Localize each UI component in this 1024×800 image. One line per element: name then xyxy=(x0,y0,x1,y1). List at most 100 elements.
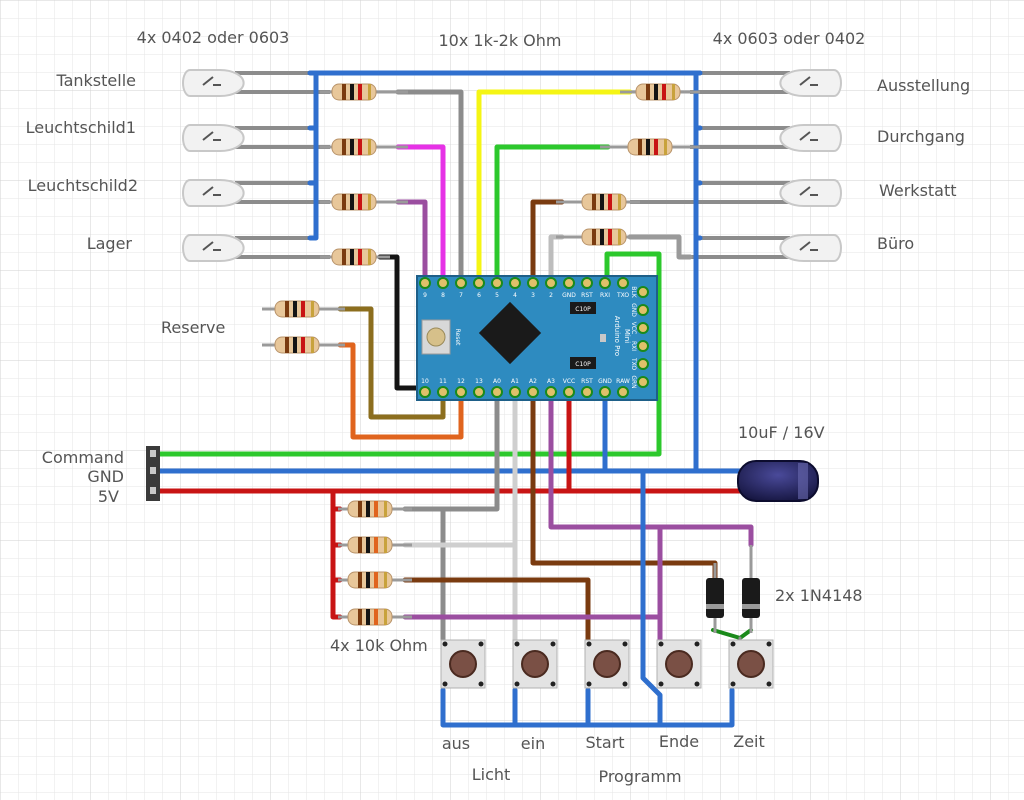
button-start[interactable] xyxy=(584,639,630,689)
bottom-pin-9-label: RST xyxy=(581,378,593,385)
top-pin-11-pad xyxy=(617,277,629,289)
resistor-pulldown-3 xyxy=(338,571,412,589)
resistor-leuchtschild2 xyxy=(320,193,408,211)
diode-2 xyxy=(742,545,760,633)
side-pin-2-pad xyxy=(637,322,649,334)
wire-command-green xyxy=(149,251,662,457)
capacitor xyxy=(737,460,819,502)
side-pin-3-label: RXI xyxy=(630,341,637,351)
bottom-pin-0-pad xyxy=(419,386,431,398)
bottom-pin-2-label: 12 xyxy=(457,378,465,385)
bottom-pin-5-pad xyxy=(509,386,521,398)
resistor-lager xyxy=(320,248,390,266)
bottom-pin-3-label: 13 xyxy=(475,378,483,385)
led-buero xyxy=(680,234,842,262)
chip-label-top: C10P xyxy=(575,306,591,313)
led-werkstatt xyxy=(630,179,842,207)
wire-reserve-orange xyxy=(337,342,464,440)
top-pin-5-pad xyxy=(509,277,521,289)
bottom-pin-11-pad xyxy=(617,386,629,398)
bottom-pin-5-label: A1 xyxy=(511,378,519,385)
resistor-werkstatt xyxy=(556,193,640,211)
wire-buero-gray xyxy=(627,234,693,260)
button-zeit[interactable] xyxy=(728,639,774,689)
left-leds xyxy=(182,69,330,262)
bottom-pin-3-pad xyxy=(473,386,485,398)
board-body xyxy=(416,275,658,401)
top-pin-4-label: 5 xyxy=(495,292,499,299)
top-pin-6-label: 3 xyxy=(531,292,535,299)
wire-5v-bus xyxy=(149,385,763,620)
board-name-1: Mini xyxy=(623,329,631,343)
bottom-pin-0-label: 10 xyxy=(421,378,429,385)
label-resistor-type-top: 10x 1k-2k Ohm xyxy=(439,31,562,50)
side-pin-5-label: GRN xyxy=(630,375,637,388)
resistor-leuchtschild1 xyxy=(320,138,408,156)
top-pin-11-label: TXO xyxy=(616,292,629,299)
side-pin-1-pad xyxy=(637,304,649,316)
top-pin-6-pad xyxy=(527,277,539,289)
top-pin-7-label: 2 xyxy=(549,292,553,299)
label-leuchtschild1: Leuchtschild1 xyxy=(26,118,136,137)
label-button-start: Start xyxy=(585,733,624,752)
label-lager: Lager xyxy=(87,234,133,253)
wire-reserve-olive xyxy=(337,306,446,420)
label-5v: 5V xyxy=(98,487,119,506)
resistor-ausstellung xyxy=(620,83,700,101)
top-pin-9-label: RST xyxy=(581,292,593,299)
resistors xyxy=(262,83,700,626)
header-connector xyxy=(146,446,160,501)
side-pin-3-pad xyxy=(637,340,649,352)
led-leuchtschild1 xyxy=(182,124,330,152)
bottom-pin-7-pad xyxy=(545,386,557,398)
top-pin-1-label: 8 xyxy=(441,292,445,299)
top-pin-3-pad xyxy=(473,277,485,289)
resistor-reserve-2 xyxy=(262,336,345,354)
wire-d6-yellow xyxy=(476,89,633,285)
wire-gnd-bus xyxy=(149,385,763,474)
top-pin-7-pad xyxy=(545,277,557,289)
button-aus[interactable] xyxy=(440,639,486,689)
label-capacitor: 10uF / 16V xyxy=(738,423,825,442)
side-pin-4-label: TXO xyxy=(630,357,637,370)
regulator-bottom xyxy=(570,357,596,369)
wire-buttons-gnd xyxy=(440,468,735,728)
wire-d8-magenta xyxy=(395,144,446,285)
bottom-pin-10-pad xyxy=(599,386,611,398)
side-pin-1-label: GND xyxy=(630,303,637,317)
mcu-chip xyxy=(478,301,542,365)
top-pin-8-pad xyxy=(563,277,575,289)
resistor-pulldown-4 xyxy=(338,608,412,626)
label-durchgang: Durchgang xyxy=(877,127,965,146)
wire-led-common-top xyxy=(313,70,703,473)
bottom-pin-2-pad xyxy=(455,386,467,398)
led-tankstelle xyxy=(182,69,330,97)
label-button-aus: aus xyxy=(442,734,470,753)
side-pin-2-label: VCC xyxy=(630,322,637,334)
resistor-durchgang xyxy=(600,138,700,156)
bottom-pin-4-pad xyxy=(491,386,503,398)
button-ein[interactable] xyxy=(512,639,558,689)
top-pin-3-label: 6 xyxy=(477,292,481,299)
bottom-pin-8-label: VCC xyxy=(563,378,575,385)
wire-a3-purple xyxy=(402,389,754,643)
label-group-programm: Programm xyxy=(598,767,681,786)
diode-1 xyxy=(706,563,724,633)
board-name-2: Arduino Pro xyxy=(613,316,621,356)
resistor-pulldown-1 xyxy=(338,500,412,518)
led-ausstellung xyxy=(690,69,842,97)
bottom-pin-7-label: A3 xyxy=(547,378,555,385)
top-pin-2-pad xyxy=(455,277,467,289)
bottom-pin-10-label: GND xyxy=(598,378,612,385)
label-led-right-type: 4x 0603 oder 0402 xyxy=(713,29,866,48)
regulator-top xyxy=(570,302,596,314)
button-ende[interactable] xyxy=(656,639,702,689)
top-pin-4-pad xyxy=(491,277,503,289)
top-pin-9-pad xyxy=(581,277,593,289)
led-durchgang xyxy=(690,124,842,152)
bottom-pin-4-label: A0 xyxy=(493,378,501,385)
label-gnd: GND xyxy=(87,467,124,486)
label-group-licht: Licht xyxy=(472,765,511,784)
top-pin-8-label: GND xyxy=(562,292,576,299)
